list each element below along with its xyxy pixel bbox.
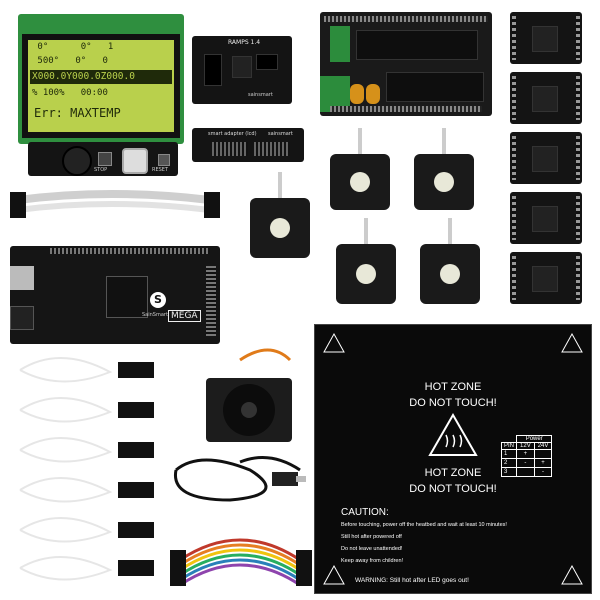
hot-warning-icon xyxy=(561,333,583,353)
stop-button[interactable] xyxy=(98,152,112,166)
stepper-motor xyxy=(336,218,396,304)
hot-warning-icon xyxy=(323,565,345,585)
caution-line-3: Do not leave unattended! xyxy=(341,546,403,552)
lcd-line-4: % 100% 00:00 xyxy=(32,88,108,98)
warning-triangle-icon xyxy=(428,413,478,456)
capacitor xyxy=(366,84,380,104)
power-table: Power PIN 12V 24V 1 + 2 - + 3 - xyxy=(500,435,553,477)
heatbed: HOT ZONE DO NOT TOUCH! HOT ZONE DO NOT T… xyxy=(314,324,592,594)
caution-line-1: Before touching, power off the heatbed a… xyxy=(341,522,507,528)
table-header: PIN xyxy=(500,442,518,450)
encoder-knob[interactable] xyxy=(122,148,148,174)
lcd-line-5: Err: MAXTEMP xyxy=(34,106,121,120)
hot-warning-icon xyxy=(323,333,345,353)
ramps-brand: sainsmart xyxy=(248,92,273,98)
stop-label: STOP xyxy=(94,167,108,173)
mega-board: S MEGA SainSmart xyxy=(10,246,220,344)
table-cell xyxy=(516,467,535,477)
table-header: 12V xyxy=(516,442,535,450)
caution-label: CAUTION: xyxy=(341,507,389,518)
hot-zone-label-1: HOT ZONE xyxy=(424,381,482,393)
lcd-screen: 0° 0° 1 500° 0° 0 X000.0Y000.0Z000.0 % 1… xyxy=(28,40,174,132)
adapter-label: smart adapter (lcd) xyxy=(208,131,257,137)
ribbon-cable xyxy=(10,190,220,218)
lcd-line-1: 0° 0° 1 xyxy=(32,42,114,52)
stepper-motor xyxy=(420,218,480,304)
hot-zone-label-2: HOT ZONE xyxy=(424,467,482,479)
smart-adapter: smart adapter (lcd) sainsmart xyxy=(192,128,304,162)
caution-line-4: Keep away from children! xyxy=(341,558,404,564)
table-cell: 2 xyxy=(500,458,518,468)
mega-label: MEGA xyxy=(168,310,201,322)
ramps-label: RAMPS 1.4 xyxy=(228,39,261,46)
table-header: 24V xyxy=(533,442,553,450)
stepper-driver xyxy=(510,252,582,304)
microcontroller xyxy=(106,276,148,318)
usb-cable xyxy=(173,456,301,502)
stepper-driver xyxy=(510,12,582,64)
stepper-driver xyxy=(510,192,582,244)
adapter-brand: sainsmart xyxy=(268,131,293,137)
cooling-fan xyxy=(206,348,292,442)
lcd-module: 0° 0° 1 500° 0° 0 X000.0Y000.0Z000.0 % 1… xyxy=(18,14,184,176)
jumper-wires xyxy=(179,538,301,587)
table-cell: - xyxy=(533,467,553,477)
table-cell: + xyxy=(533,458,553,468)
stepper-driver xyxy=(510,132,582,184)
mega-brand: SainSmart xyxy=(142,312,168,318)
hot-warning-icon xyxy=(561,565,583,585)
usb-port xyxy=(10,266,34,290)
endstop-switches xyxy=(19,357,113,581)
table-cell: - xyxy=(516,458,535,468)
ramps-card: RAMPS 1.4 sainsmart xyxy=(192,36,292,104)
table-cell: 1 xyxy=(500,449,518,459)
mega-logo: S xyxy=(150,292,166,308)
green-terminal xyxy=(330,26,350,62)
stepper-driver xyxy=(510,72,582,124)
table-cell: + xyxy=(516,449,535,459)
power-table-title: Power xyxy=(516,435,553,443)
do-not-touch-label-1: DO NOT TOUCH! xyxy=(409,397,497,409)
buzzer xyxy=(62,146,92,176)
stepper-motor xyxy=(330,128,390,210)
power-jack xyxy=(10,306,34,330)
reset-label: RESET xyxy=(152,167,169,173)
reset-button[interactable] xyxy=(158,154,170,166)
stepper-motor xyxy=(250,172,310,258)
ramps-board xyxy=(320,12,492,116)
lcd-line-3: X000.0Y000.0Z000.0 xyxy=(32,71,135,82)
stepper-motor xyxy=(414,128,474,210)
table-cell: 3 xyxy=(500,467,518,477)
table-cell xyxy=(533,449,553,459)
lcd-line-2: 500° 0° 0 xyxy=(32,56,108,66)
capacitor xyxy=(350,84,364,104)
caution-line-2: Still hot after powered off xyxy=(341,534,402,540)
warning-label: WARNING: Still hot after LED goes out! xyxy=(355,577,469,584)
do-not-touch-label-2: DO NOT TOUCH! xyxy=(409,483,497,495)
